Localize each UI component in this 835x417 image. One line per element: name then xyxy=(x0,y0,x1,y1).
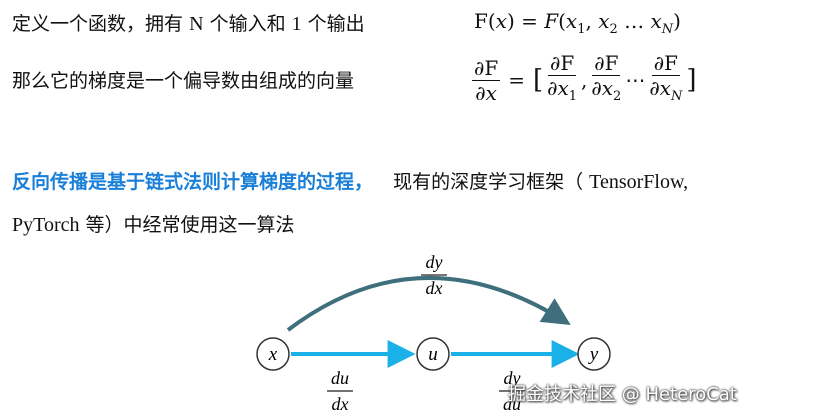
line1-text-b: 个输入和 xyxy=(209,13,286,35)
gradient-term3-frac: ∂F ∂𝑥𝑁 xyxy=(647,52,684,108)
node-y-label: y xyxy=(588,344,599,365)
node-u-label: u xyxy=(428,344,438,365)
left-frac-num: du xyxy=(331,368,349,388)
gradient-term3-den: ∂𝑥 xyxy=(649,76,671,100)
left-frac-den: dx xyxy=(332,394,349,414)
line2-text: 那么它的梯度是一个偏导数由组成的向量 xyxy=(12,70,355,92)
node-x-circle xyxy=(256,337,290,371)
line1-text-a: 定义一个函数，拥有 xyxy=(12,13,184,35)
dy-dx-curve-arrow xyxy=(286,276,571,332)
gradient-lhs-den: ∂𝑥 xyxy=(475,80,497,105)
gradient-comma: , xyxy=(581,68,588,92)
gradient-term1-num: ∂F xyxy=(547,51,577,76)
line1-one: 1 xyxy=(291,13,302,35)
formula-sub2: 2 xyxy=(609,22,618,37)
formula-dots: … 𝑥 xyxy=(617,9,662,33)
para-tensorflow: TensorFlow, xyxy=(589,171,689,193)
node-y-circle xyxy=(577,337,611,371)
gradient-term3-den-wrap: ∂𝑥𝑁 xyxy=(647,76,684,108)
right-frac-den: du xyxy=(503,394,521,414)
node-x-label: x xyxy=(268,344,278,365)
line1-text: 定义一个函数，拥有 N 个输入和 1 个输出 xyxy=(12,9,365,36)
gradient-lhs-num: ∂F xyxy=(472,55,501,81)
formula-args: (𝑥 xyxy=(558,9,578,33)
gradient-dots: ⋯ xyxy=(625,68,646,92)
formula-sub1: 1 xyxy=(577,22,586,37)
right-frac-num: dy xyxy=(504,368,521,388)
function-formula: F(𝑥) = 𝐹(𝑥1, 𝑥2 … 𝑥𝑁) xyxy=(474,9,681,37)
gradient-term2-sub: 2 xyxy=(613,89,622,104)
para-pytorch: PyTorch xyxy=(12,214,80,236)
gradient-term1-sub: 1 xyxy=(568,89,578,104)
formula-lhs: F(𝑥) = xyxy=(474,9,545,33)
gradient-open-bracket: [ xyxy=(532,65,544,95)
gradient-close-bracket: ] xyxy=(686,65,697,95)
gradient-term1-den-wrap: ∂𝑥1 xyxy=(545,76,579,108)
para-text-a: 现有的深度学习框架（ xyxy=(393,171,584,193)
gradient-term1-den: ∂𝑥 xyxy=(547,76,569,100)
para-highlight: 反向传播是基于链式法则计算梯度的过程， xyxy=(12,171,374,193)
gradient-term2-num: ∂F xyxy=(592,51,621,76)
formula-subN: 𝑁 xyxy=(661,22,674,37)
top-frac-num: dy xyxy=(426,252,443,272)
gradient-term3-num: ∂F xyxy=(651,51,680,76)
gradient-term2-den-wrap: ∂𝑥2 xyxy=(589,76,623,108)
gradient-term2-den: ∂𝑥 xyxy=(591,76,614,100)
para-text-b: 等）中经常使用这一算法 xyxy=(85,214,295,236)
watermark: 掘金技术社区 @ HeteroCat xyxy=(508,384,737,405)
top-frac-den: dx xyxy=(426,278,443,298)
formula-f: 𝐹 xyxy=(544,9,559,33)
gradient-formula: ∂F ∂𝑥 = [ ∂F ∂𝑥1 , ∂F ∂𝑥2 ⋯ ∂F ∂𝑥𝑁 ] xyxy=(472,52,696,108)
gradient-term3-sub: 𝑁 xyxy=(670,89,683,104)
line1-text-c: 个输出 xyxy=(307,13,365,35)
formula-close: ) xyxy=(673,9,681,33)
formula-sep: , 𝑥 xyxy=(585,9,610,33)
gradient-equals: = xyxy=(508,68,525,92)
gradient-lhs-frac: ∂F ∂𝑥 xyxy=(472,55,501,105)
para-line2: PyTorch 等）中经常使用这一算法 xyxy=(12,210,295,237)
gradient-term2-frac: ∂F ∂𝑥2 xyxy=(589,52,623,108)
gradient-term1-frac: ∂F ∂𝑥1 xyxy=(545,52,579,108)
para-line1: 反向传播是基于链式法则计算梯度的过程， 现有的深度学习框架（ TensorFlo… xyxy=(12,167,688,194)
node-u-circle xyxy=(416,337,450,371)
line1-n: N xyxy=(189,13,204,35)
